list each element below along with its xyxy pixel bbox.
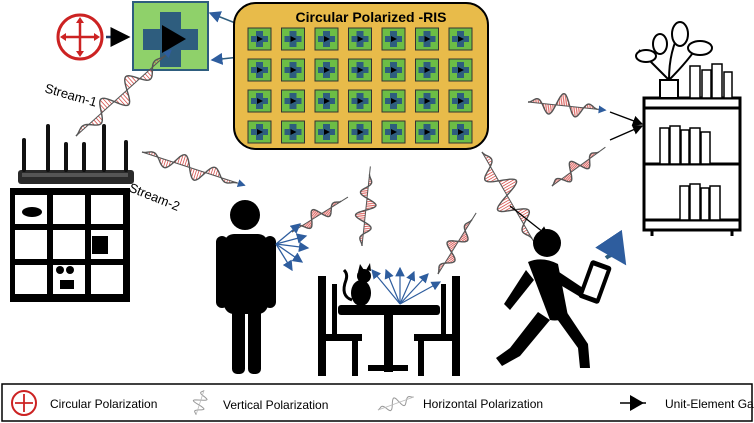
ris-unit-element [348, 120, 372, 144]
legend-horizontal-icon [377, 396, 414, 412]
stream-1-wave [75, 49, 172, 137]
stream-2-wave [141, 151, 246, 188]
legend-gain-icon [620, 395, 646, 411]
shelf-cell [15, 265, 47, 294]
legend-vertical-label: Vertical Polarization [223, 398, 328, 412]
book [669, 125, 681, 165]
legend-circular-label: Circular Polarization [50, 397, 157, 411]
shelf-cell [15, 230, 47, 259]
stream-2-label: Stream-2 [127, 180, 182, 214]
ris-unit-element [281, 89, 305, 113]
ris-unit-element [381, 120, 406, 144]
ris-unit-element [348, 27, 372, 51]
book [680, 129, 690, 165]
stream-1-label: Stream-1 [43, 80, 99, 109]
ris-unit-element [314, 120, 339, 144]
shelf-cell [91, 195, 123, 224]
ris-unit-element [448, 89, 473, 113]
ris-unit-element [247, 120, 272, 144]
ris-unit-element [415, 27, 439, 51]
ris-unit-element [448, 27, 473, 51]
book [689, 127, 701, 165]
book [679, 185, 690, 221]
shelf-cell [53, 195, 85, 224]
book [701, 69, 712, 99]
ris-unit-element [448, 58, 473, 82]
person-wave [291, 196, 349, 233]
table-vertical-wave [354, 166, 377, 247]
bookshelf-wave-2 [551, 146, 606, 187]
cat-icon [342, 263, 371, 306]
ris-unit-element [415, 58, 439, 82]
ris-unit-element [415, 89, 439, 113]
book [723, 71, 733, 99]
ris-unit-element [281, 27, 305, 51]
person-walking-icon [496, 229, 590, 368]
circular-polarization-icon [56, 13, 104, 61]
person-standing-icon [216, 200, 276, 374]
ris-unit-element [448, 120, 473, 144]
table-diagonal-wave [437, 212, 477, 275]
ris-unit-element [247, 27, 272, 51]
ris-unit-element [348, 58, 372, 82]
ris-element-grid [247, 27, 473, 144]
ris-unit-element [415, 120, 439, 144]
shelf-cell [53, 230, 85, 259]
router-icon [18, 124, 134, 184]
helical-wave [481, 151, 537, 246]
ris-unit-element [348, 89, 372, 113]
book [689, 183, 701, 221]
ris-unit-element [281, 58, 305, 82]
ris-unit-element [381, 27, 406, 51]
ris-unit-element [247, 58, 272, 82]
legend-circular-icon [11, 390, 37, 416]
book [689, 65, 701, 99]
table-icon [318, 276, 460, 376]
ris-unit-element [314, 58, 339, 82]
ris-unit-element [281, 120, 305, 144]
ris-unit-element [314, 27, 339, 51]
book [709, 185, 721, 221]
book [700, 187, 710, 221]
ris-panel: Circular Polarized -RIS [233, 2, 489, 150]
shelf-cell [91, 265, 123, 294]
bookshelf-wave-1 [527, 93, 607, 118]
ris-unit-element [381, 89, 406, 113]
legend-horizontal-label: Horizontal Polarization [423, 397, 543, 411]
waves-layer [75, 49, 607, 275]
ris-unit-element [314, 89, 339, 113]
shelf-icon [10, 188, 130, 302]
book [700, 131, 711, 165]
tablet-icon [578, 229, 627, 304]
ris-unit-element [247, 89, 272, 113]
plant-icon [635, 21, 713, 99]
book [659, 127, 670, 165]
ris-unit-element [381, 58, 406, 82]
legend-gain-label: Unit-Element Gain [665, 397, 754, 411]
ris-title: Circular Polarized -RIS [296, 9, 447, 25]
legend: Circular Polarization Vertical Polarizat… [1, 383, 754, 422]
bookshelf-icon [642, 63, 742, 236]
unit-element-icon [132, 1, 209, 71]
book [711, 63, 723, 99]
legend-vertical-icon [192, 389, 208, 416]
